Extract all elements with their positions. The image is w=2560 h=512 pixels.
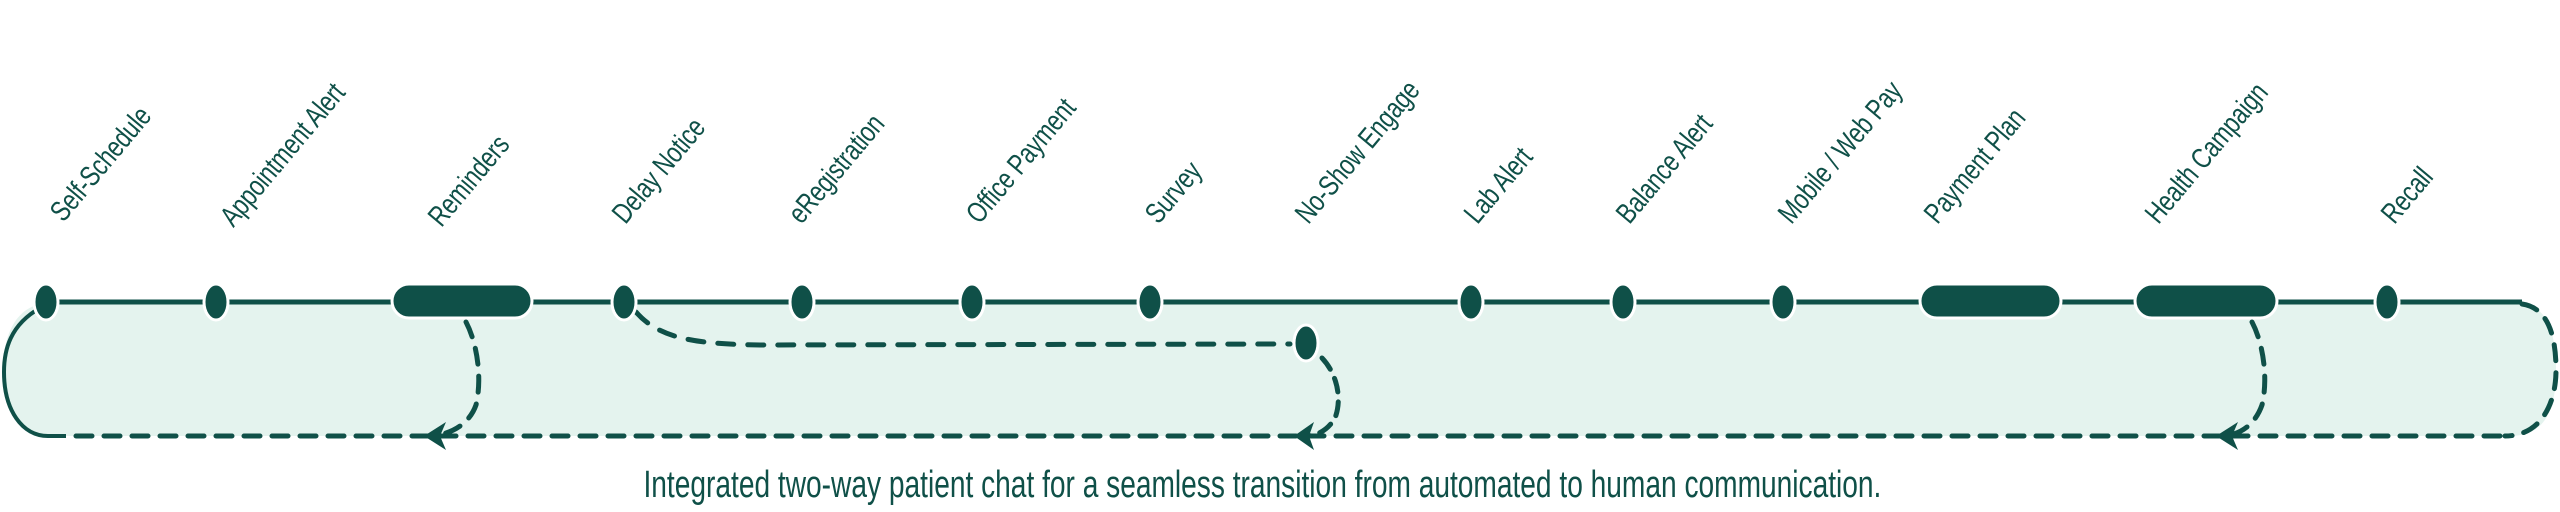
- node-no-show-engage[interactable]: [1292, 323, 1320, 363]
- health-return-path: [2227, 319, 2268, 438]
- node-eregistration[interactable]: [788, 282, 816, 322]
- node-mobile-web-pay[interactable]: [1769, 282, 1797, 322]
- arrowhead-icon: [2216, 422, 2238, 450]
- arrowhead-icon: [1294, 422, 1314, 450]
- pill-reminders[interactable]: [390, 282, 534, 320]
- diagram-caption: Integrated two-way patient chat for a se…: [0, 466, 2560, 504]
- node-balance-alert[interactable]: [1609, 282, 1637, 322]
- loop-left-curve: [1, 306, 66, 438]
- node-recall[interactable]: [2373, 282, 2401, 322]
- node-self-schedule[interactable]: [32, 282, 60, 322]
- arrowhead-icon: [424, 422, 446, 450]
- reminders-return-path: [435, 319, 482, 438]
- node-lab-alert[interactable]: [1457, 282, 1485, 322]
- loop-right-curve: [2502, 301, 2559, 439]
- branch-delay-to-noshow: [633, 309, 1293, 348]
- loop-fill-area: [3, 304, 2556, 436]
- node-survey[interactable]: [1136, 282, 1164, 322]
- node-delay-notice[interactable]: [610, 282, 638, 322]
- node-office-payment[interactable]: [958, 282, 986, 322]
- node-appointment-alert[interactable]: [202, 282, 230, 322]
- pill-payment-plan[interactable]: [1918, 282, 2063, 320]
- caption-text: Integrated two-way patient chat for a se…: [643, 464, 1882, 506]
- noshow-return-path: [1305, 355, 1341, 439]
- pill-health-campaign[interactable]: [2133, 282, 2279, 320]
